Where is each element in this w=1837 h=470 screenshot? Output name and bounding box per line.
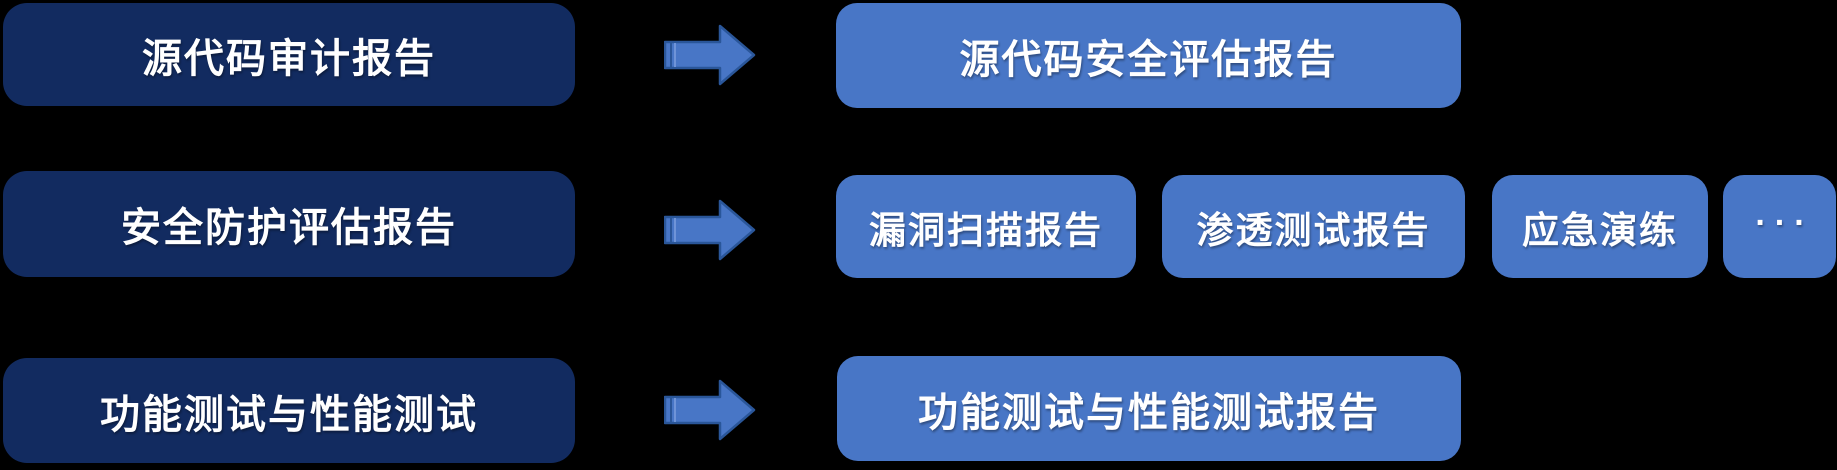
output-box-vuln-scan: 漏洞扫描报告 (836, 175, 1136, 278)
source-box-label: 安全防护评估报告 (121, 206, 457, 250)
source-box-label: 源代码审计报告 (142, 36, 436, 81)
source-box-label: 功能测试与性能测试 (100, 392, 478, 437)
output-box-emergency-drill: 应急演练 (1492, 175, 1708, 278)
output-box-label: 漏洞扫描报告 (869, 209, 1103, 251)
right-arrow-icon (664, 24, 756, 86)
output-box-code-security-assessment: 源代码安全评估报告 (836, 3, 1461, 108)
output-box-label: 源代码安全评估报告 (959, 37, 1338, 82)
output-box-label: 渗透测试报告 (1196, 209, 1431, 251)
output-box-pentest: 渗透测试报告 (1162, 175, 1465, 278)
output-box-label: 应急演练 (1522, 209, 1678, 251)
source-box-security-protection: 安全防护评估报告 (3, 171, 575, 277)
source-box-func-perf-test: 功能测试与性能测试 (3, 358, 575, 463)
source-box-code-audit: 源代码审计报告 (3, 3, 575, 106)
output-box-func-perf-report: 功能测试与性能测试报告 (837, 356, 1461, 461)
right-arrow-icon (664, 379, 756, 441)
output-box-label: 功能测试与性能测试报告 (918, 390, 1380, 435)
right-arrow-icon (664, 199, 756, 261)
output-box-ellipsis: ... (1723, 175, 1836, 278)
ellipsis-label: ... (1755, 195, 1814, 233)
